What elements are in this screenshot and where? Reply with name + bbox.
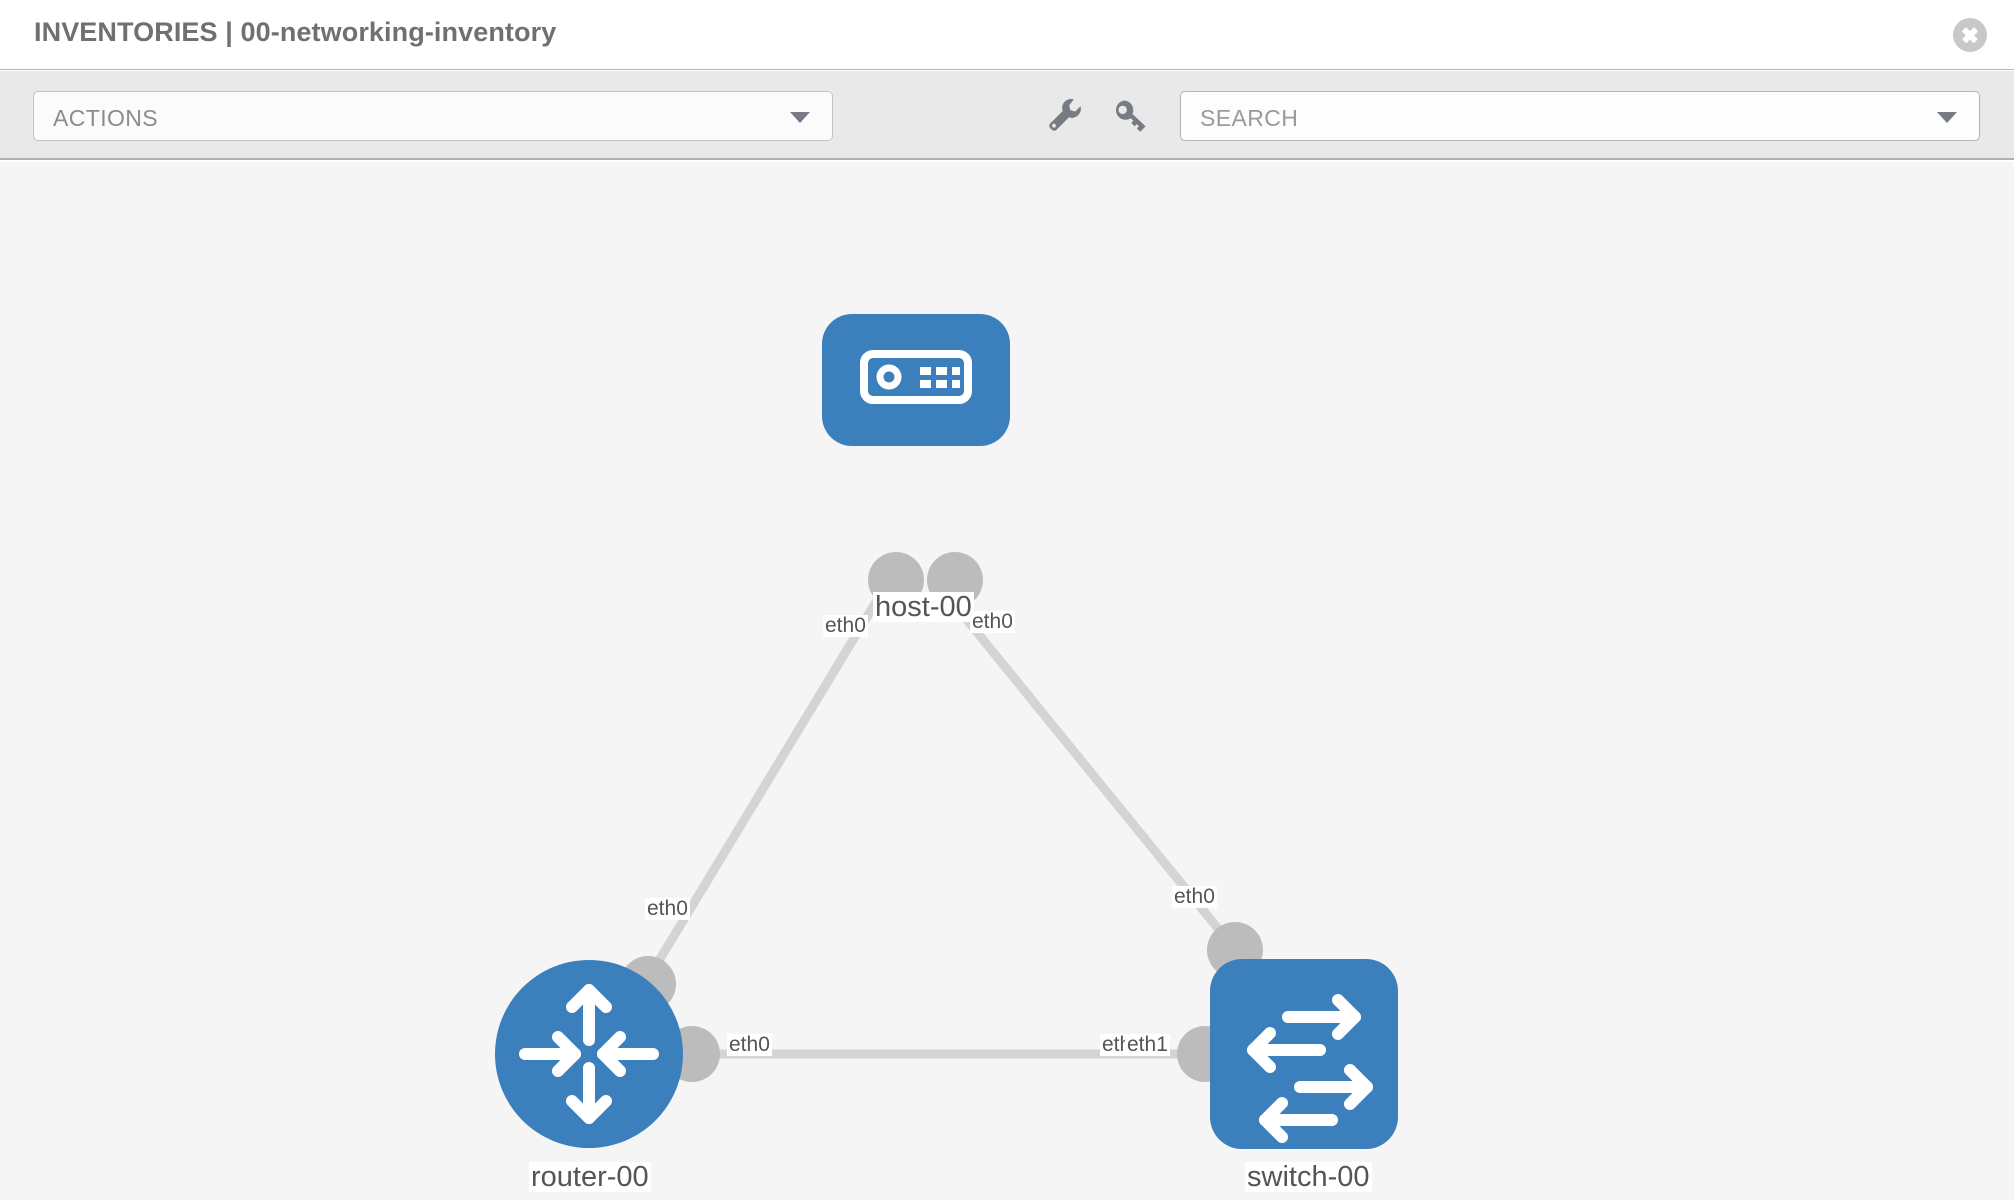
iface-label-host-left-eth0: eth0 bbox=[823, 614, 868, 638]
page-title: INVENTORIES | 00-networking-inventory bbox=[34, 17, 557, 47]
close-icon[interactable] bbox=[1953, 18, 1987, 52]
node-switch-00[interactable] bbox=[1210, 959, 1398, 1149]
iface-label-router-up-eth0: eth0 bbox=[645, 897, 690, 921]
node-label-switch-00: switch-00 bbox=[1245, 1161, 1372, 1193]
wrench-icon[interactable] bbox=[1041, 93, 1087, 139]
key-icon[interactable] bbox=[1108, 93, 1154, 139]
search-placeholder: SEARCH bbox=[1200, 105, 1299, 131]
page-header: INVENTORIES | 00-networking-inventory bbox=[0, 0, 2014, 70]
topology-graph bbox=[495, 314, 1398, 1149]
topology-canvas[interactable]: host-00 router-00 switch-00 eth0 eth0 et… bbox=[0, 162, 2014, 1200]
actions-dropdown-label: ACTIONS bbox=[53, 105, 159, 131]
switch-arrows-icon bbox=[1247, 994, 1373, 1143]
iface-label-switch-left-eth1: eth1 bbox=[1125, 1033, 1170, 1057]
node-router-00[interactable] bbox=[495, 960, 683, 1148]
iface-label-switch-up-eth0: eth0 bbox=[1172, 885, 1217, 909]
node-host-00[interactable] bbox=[822, 314, 1010, 446]
toolbar: ACTIONS SEARCH bbox=[0, 71, 2014, 160]
search-input[interactable]: SEARCH bbox=[1180, 91, 1980, 141]
node-label-router-00: router-00 bbox=[529, 1161, 651, 1193]
actions-dropdown[interactable]: ACTIONS bbox=[33, 91, 833, 141]
server-icon bbox=[860, 350, 972, 404]
node-label-host-00: host-00 bbox=[873, 591, 974, 623]
router-arrows-icon bbox=[519, 984, 659, 1124]
chevron-down-icon[interactable] bbox=[1937, 112, 1957, 123]
iface-label-router-right-eth0: eth0 bbox=[727, 1033, 772, 1057]
edge-host-router bbox=[636, 579, 892, 995]
iface-label-host-right-eth0: eth0 bbox=[970, 610, 1015, 634]
chevron-down-icon bbox=[790, 112, 810, 123]
